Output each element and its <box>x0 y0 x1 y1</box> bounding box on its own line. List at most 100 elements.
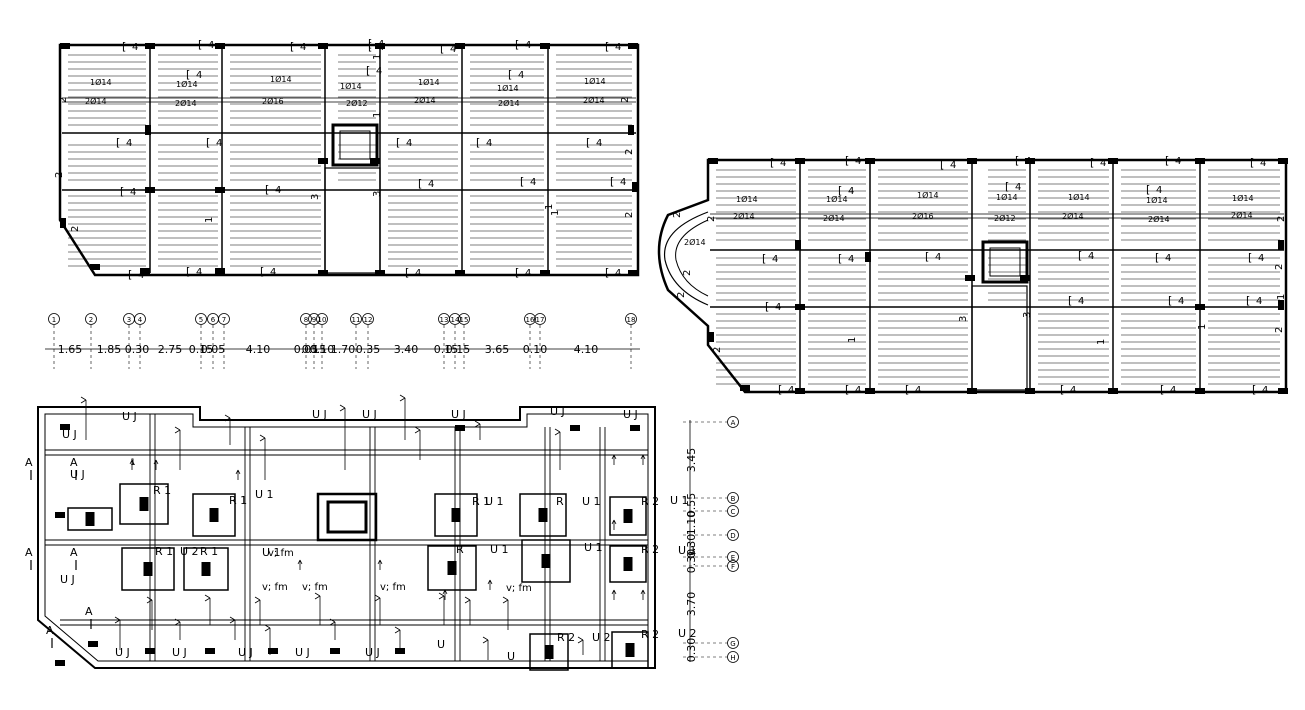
rebar-label: 2Ø14 <box>1062 211 1084 221</box>
horizontal-dimension: 1.85 <box>97 343 122 356</box>
rebar-label: 1Ø14 <box>176 79 198 89</box>
bar-bracket: [ <box>845 154 849 167</box>
bar-mark: 4 <box>1175 156 1181 167</box>
bar-bracket: [ <box>186 68 190 81</box>
footing <box>192 493 236 537</box>
edge-column <box>630 425 640 431</box>
section-mark: A <box>70 456 78 469</box>
axis-bubble-label: 9 <box>312 316 316 324</box>
column <box>455 43 465 49</box>
vertical-dimension: 0.30 <box>685 534 698 559</box>
bar-mark: 4 <box>596 138 602 149</box>
bar-bracket: [ <box>290 40 294 53</box>
footing-label: R <box>556 495 564 508</box>
bar-bracket: [ <box>128 268 132 281</box>
section-mark: A <box>25 456 33 469</box>
section-mark: A <box>25 546 33 559</box>
rebar-label: 1Ø14 <box>270 74 292 84</box>
bar-bracket: [ <box>1060 383 1064 396</box>
beam-label: U 1 <box>255 488 274 501</box>
edge-column <box>60 424 70 430</box>
bar-mark: 4 <box>620 177 626 188</box>
rebar-label: 1Ø14 <box>418 77 440 87</box>
vertical-dimension: 3.45 <box>685 448 698 473</box>
beam-label: U 1 <box>678 544 697 557</box>
edge-mark: 1 <box>1096 339 1107 345</box>
vertical-dimension: 1.10 <box>685 511 698 536</box>
bar-mark: 4 <box>775 302 781 313</box>
edge-mark: 1 <box>544 204 555 210</box>
axis-bubble-label: 12 <box>364 316 373 324</box>
row-bubble-label: D <box>730 532 735 540</box>
bar-mark: 4 <box>780 158 786 169</box>
horizontal-dimension: 3.40 <box>394 343 419 356</box>
footing-label: R 2 <box>641 628 659 641</box>
footing-column <box>143 562 153 576</box>
horizontal-dimension: 2.75 <box>158 343 183 356</box>
beam-label: U 2 <box>592 631 611 644</box>
section-mark: A <box>70 546 78 559</box>
column <box>215 43 225 49</box>
bar-bracket: [ <box>186 265 190 278</box>
column <box>628 270 638 276</box>
edge-mark: 2 <box>70 226 81 232</box>
bar-mark: 4 <box>1100 158 1106 169</box>
column <box>145 125 151 135</box>
axis-bubble <box>362 313 374 325</box>
column <box>455 270 465 276</box>
edge-column <box>55 660 65 666</box>
column <box>145 187 155 193</box>
footing-label: R 1 <box>200 545 218 558</box>
footing-label: R 2 <box>557 631 575 644</box>
edge-column <box>395 648 405 654</box>
axis-bubble <box>300 313 312 325</box>
rebar-label: 2Ø14 <box>498 98 520 108</box>
axis-bubble <box>458 313 470 325</box>
column <box>318 43 328 49</box>
beam-label: U J <box>62 428 77 441</box>
edge-mark: 2 <box>672 212 683 218</box>
column <box>865 158 875 164</box>
horizontal-dimension: 0.10 <box>310 343 335 356</box>
edge-mark: 3 <box>1022 312 1033 318</box>
edge-mark: 3 <box>958 316 969 322</box>
bar-bracket: [ <box>120 185 124 198</box>
rebar-label: 1Ø14 <box>826 194 848 204</box>
rebar-label: 2Ø14 <box>684 237 706 247</box>
footing-column <box>544 645 554 659</box>
bar-bracket: [ <box>1168 294 1172 307</box>
rebar-label: 2Ø14 <box>1148 214 1170 224</box>
axis-bubble <box>316 313 328 325</box>
bar-mark: 4 <box>196 267 202 278</box>
edge-mark: 3 <box>372 191 383 197</box>
axis-bubble <box>534 313 546 325</box>
footing <box>611 631 649 669</box>
bar-bracket: [ <box>762 252 766 265</box>
column <box>740 385 750 391</box>
rebar-label: 2Ø14 <box>175 98 197 108</box>
edge-column <box>145 648 155 654</box>
bar-mark: 4 <box>1156 185 1162 196</box>
axis-bubble-label: 16 <box>526 316 535 324</box>
bar-mark: 4 <box>378 39 384 50</box>
beam-label: U J <box>295 646 310 659</box>
bar-bracket: [ <box>610 175 614 188</box>
column <box>318 270 328 276</box>
edge-column <box>55 512 65 518</box>
bar-bracket: [ <box>476 136 480 149</box>
bar-mark: 4 <box>525 40 531 51</box>
edge-mark: 2 <box>624 149 635 155</box>
edge-mark: 2 <box>620 97 631 103</box>
bar-bracket: [ <box>1155 251 1159 264</box>
footing-label: R 2 <box>641 495 659 508</box>
bar-bracket: [ <box>1160 383 1164 396</box>
rebar-label: 2Ø16 <box>262 96 284 106</box>
edge-mark: 2 <box>706 216 717 222</box>
column <box>865 388 875 394</box>
beam-label: U 1 <box>670 494 689 507</box>
row-bubble <box>727 505 739 517</box>
bar-bracket: [ <box>1146 183 1150 196</box>
bar-bracket: [ <box>765 300 769 313</box>
footing-label: R 2 <box>641 543 659 556</box>
